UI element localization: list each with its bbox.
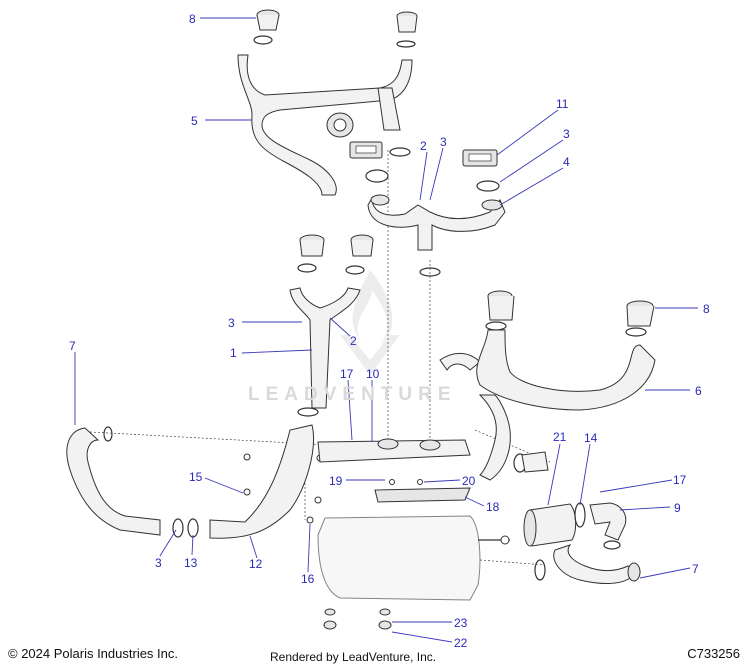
callout-17-right: 17	[673, 473, 687, 487]
callout-7-left: 7	[69, 339, 76, 353]
callout-11: 11	[556, 97, 569, 111]
callout-10: 10	[366, 367, 380, 381]
right-intake-duct	[439, 290, 656, 481]
callout-7-right: 7	[692, 562, 699, 576]
callout-labels: 8 2 3 11 3 4 5 3 2 1 7 17 10 8 6 19 20 2…	[69, 12, 710, 650]
leadventure-logo-watermark	[340, 270, 400, 375]
filter-and-lower-right-duct	[523, 502, 642, 584]
leader-lines	[74, 17, 698, 643]
callout-21: 21	[553, 430, 567, 444]
rendered-by-text: Rendered by LeadVenture, Inc.	[270, 650, 437, 664]
callout-8-top: 8	[189, 12, 196, 26]
callout-14: 14	[584, 431, 598, 445]
callout-23: 23	[454, 616, 468, 630]
callout-5: 5	[191, 114, 198, 128]
airbox-housing	[317, 515, 510, 630]
left-y-duct	[289, 234, 374, 417]
callout-3-right: 3	[563, 127, 570, 141]
callout-22: 22	[454, 636, 468, 650]
middle-y-duct	[367, 149, 506, 277]
callout-12: 12	[249, 557, 263, 571]
callout-13: 13	[184, 556, 198, 570]
drawing-code: C733256	[687, 646, 740, 661]
watermark-text: LEADVENTURE	[248, 384, 457, 405]
callout-6: 6	[695, 384, 702, 398]
callout-4: 4	[563, 155, 570, 169]
callout-1: 1	[230, 346, 237, 360]
callout-2-left: 2	[350, 334, 357, 348]
callout-9: 9	[674, 501, 681, 515]
callout-18: 18	[486, 500, 500, 514]
callout-15: 15	[189, 470, 203, 484]
callout-16: 16	[301, 572, 315, 586]
callout-3-bottom: 3	[155, 556, 162, 570]
callout-2-middle: 2	[420, 139, 427, 153]
callout-20: 20	[462, 474, 476, 488]
callout-3-middle: 3	[440, 135, 447, 149]
callout-17-left: 17	[340, 367, 354, 381]
copyright-text: © 2024 Polaris Industries Inc.	[8, 646, 178, 661]
upper-intake-duct-assembly	[237, 9, 418, 196]
manifold-and-bracket	[317, 438, 471, 503]
callout-19: 19	[329, 474, 343, 488]
callout-3-left: 3	[228, 316, 235, 330]
callout-8-right: 8	[703, 302, 710, 316]
